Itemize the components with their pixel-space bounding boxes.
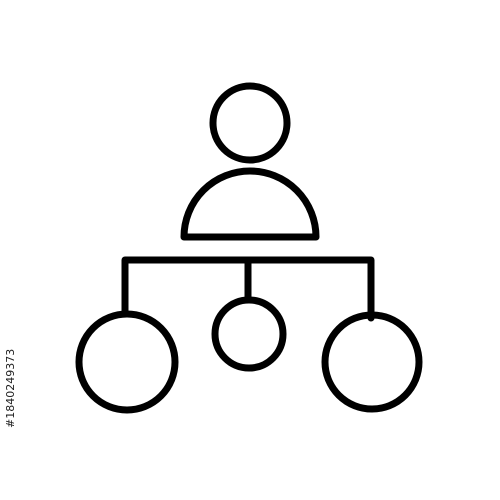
person-head-icon	[209, 82, 291, 164]
connector-lines	[121, 256, 375, 322]
right-node-icon	[321, 311, 423, 413]
left-node-icon	[75, 310, 179, 414]
person-body-icon	[180, 167, 320, 241]
middle-node-icon	[211, 296, 287, 372]
